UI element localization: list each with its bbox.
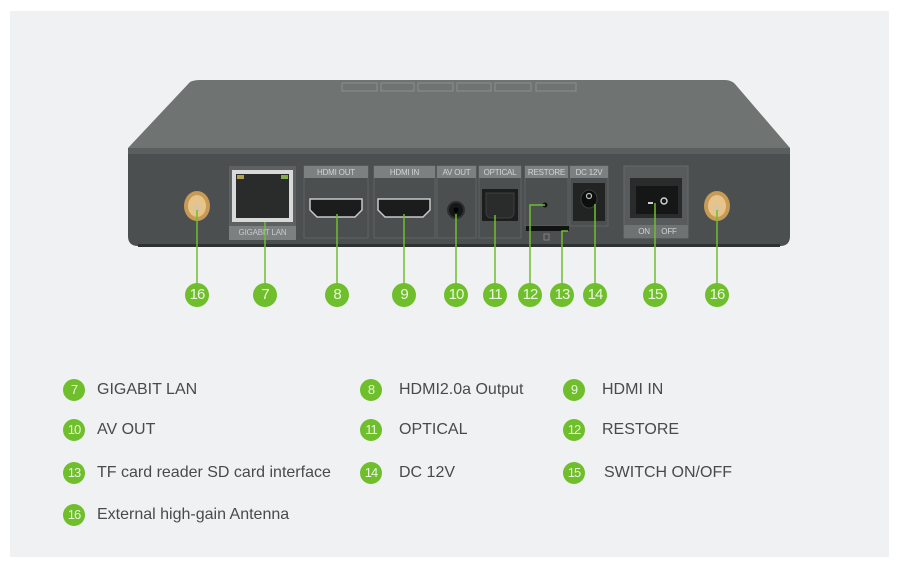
legend-item-restore: 12 RESTORE xyxy=(563,419,679,441)
tv-box-device xyxy=(128,80,790,285)
callout-badge-14: 14 xyxy=(583,283,607,307)
legend-badge: 11 xyxy=(360,419,382,441)
label-switch-on: ON xyxy=(638,227,650,236)
callout-badge-10: 10 xyxy=(444,283,468,307)
callout-badge-11: 11 xyxy=(483,283,507,307)
device-front-face xyxy=(128,148,790,246)
callout-badge-16-left: 16 xyxy=(185,283,209,307)
legend-badge: 9 xyxy=(563,379,585,401)
callout-badge-7: 7 xyxy=(253,283,277,307)
callout-badge-9: 9 xyxy=(392,283,416,307)
optical-port xyxy=(485,192,515,219)
legend-item-tf-card: 13 TF card reader SD card interface xyxy=(63,462,331,484)
lan-port xyxy=(236,174,289,218)
legend-badge: 14 xyxy=(360,462,382,484)
legend-label: OPTICAL xyxy=(399,421,468,438)
callout-badge-12: 12 xyxy=(518,283,542,307)
label-dc-12v: DC 12V xyxy=(575,168,603,177)
label-optical: OPTICAL xyxy=(483,168,517,177)
sd-card-slot xyxy=(526,226,569,231)
certification-logos xyxy=(341,82,577,92)
power-switch xyxy=(636,186,678,214)
legend-label: External high-gain Antenna xyxy=(97,506,290,523)
legend-label: SWITCH ON/OFF xyxy=(604,464,732,481)
label-gigabit-lan: GIGABIT LAN xyxy=(238,228,287,237)
hdmi-out-port xyxy=(309,198,363,218)
legend-label: AV OUT xyxy=(97,421,156,438)
legend-label: GIGABIT LAN xyxy=(97,381,198,398)
label-hdmi-in: HDMI IN xyxy=(389,168,420,177)
callout-badge-8: 8 xyxy=(325,283,349,307)
legend-label: HDMI IN xyxy=(602,381,664,398)
callout-badge-16-right: 16 xyxy=(705,283,729,307)
legend-item-gigabit-lan: 7 GIGABIT LAN xyxy=(63,379,197,401)
legend-badge: 8 xyxy=(360,379,382,401)
antenna-connector-left xyxy=(184,191,210,221)
legend-label: DC 12V xyxy=(399,464,456,481)
legend-item-switch: 15 SWITCH ON/OFF xyxy=(563,462,732,484)
legend-item-hdmi-output: 8 HDMI2.0a Output xyxy=(360,379,524,401)
legend-badge: 12 xyxy=(563,419,585,441)
legend-label: RESTORE xyxy=(602,421,680,438)
legend-item-optical: 11 OPTICAL xyxy=(360,419,467,441)
legend-label: TF card reader SD card interface xyxy=(97,464,331,481)
label-hdmi-out: HDMI OUT xyxy=(317,168,355,177)
device-top-surface xyxy=(128,80,790,148)
legend-item-hdmi-in: 9 HDMI IN xyxy=(563,379,663,401)
hdmi-in-port xyxy=(377,198,431,218)
legend-item-av-out: 10 AV OUT xyxy=(63,419,155,441)
legend-label: HDMI2.0a Output xyxy=(399,381,524,398)
callout-badge-15: 15 xyxy=(643,283,667,307)
legend-item-dc-12v: 14 DC 12V xyxy=(360,462,455,484)
legend-item-antenna: 16 External high-gain Antenna xyxy=(63,504,289,526)
label-restore: RESTORE xyxy=(527,168,566,177)
legend-badge: 16 xyxy=(63,504,85,526)
legend-badge: 7 xyxy=(63,379,85,401)
callout-badge-13: 13 xyxy=(550,283,574,307)
callout-lines xyxy=(196,203,718,285)
label-switch-off: OFF xyxy=(661,227,677,236)
label-av-out: AV OUT xyxy=(442,168,471,177)
legend-badge: 13 xyxy=(63,462,85,484)
legend-badge: 15 xyxy=(563,462,585,484)
legend-badge: 10 xyxy=(63,419,85,441)
antenna-connector-right xyxy=(704,191,730,221)
